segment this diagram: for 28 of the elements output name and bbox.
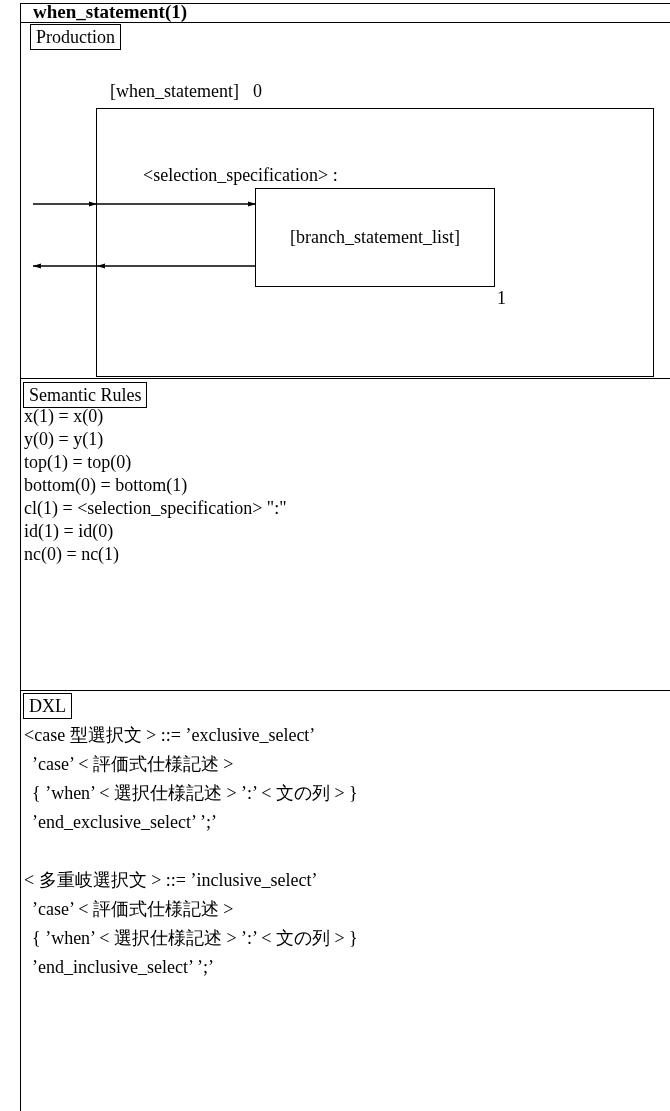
semantic-rule: x(1) = x(0) — [24, 405, 104, 427]
semantic-rule: id(1) = id(0) — [24, 520, 114, 542]
semantic-rule: bottom(0) = bottom(1) — [24, 474, 188, 496]
edge-label: <selection_specification> : — [143, 164, 338, 186]
index-number: 1 — [497, 287, 506, 309]
nonterminal-box: [branch_statement_list] — [255, 188, 495, 287]
semantic-rule: cl(1) = <selection_specification> ":" — [24, 497, 287, 519]
box-heading: [when_statement] — [110, 80, 239, 102]
grammar-line: ’end_inclusive_select’ ’;’ — [32, 956, 215, 978]
arrow — [96, 263, 256, 269]
index-number: 0 — [253, 80, 262, 102]
semantic-rule: y(0) = y(1) — [24, 428, 104, 450]
section-heading: Production — [30, 24, 121, 50]
arrow — [32, 201, 98, 207]
grammar-line: ’end_exclusive_select’ ’;’ — [32, 811, 218, 833]
grammar-line: < 多重岐選択文 > ::= ’inclusive_select’ — [24, 869, 318, 891]
grammar-line: ’case’ < 評価式仕様記述 > — [32, 753, 234, 775]
section-heading: Semantic Rules — [23, 382, 148, 408]
table-title: when_statement(1) — [33, 2, 188, 22]
grammar-line: { ’when’ < 選択仕様記述 > ’:’ < 文の列 > } — [32, 782, 358, 804]
grammar-line: { ’when’ < 選択仕様記述 > ’:’ < 文の列 > } — [32, 927, 358, 949]
arrow — [95, 201, 257, 207]
grammar-line: <case 型選択文 > ::= ’exclusive_select’ — [24, 724, 316, 746]
section-heading: DXL — [23, 693, 72, 719]
semantic-rule: nc(0) = nc(1) — [24, 543, 120, 565]
grammar-line: ’case’ < 評価式仕様記述 > — [32, 898, 234, 920]
arrow — [32, 263, 97, 269]
semantic-rule: top(1) = top(0) — [24, 451, 132, 473]
